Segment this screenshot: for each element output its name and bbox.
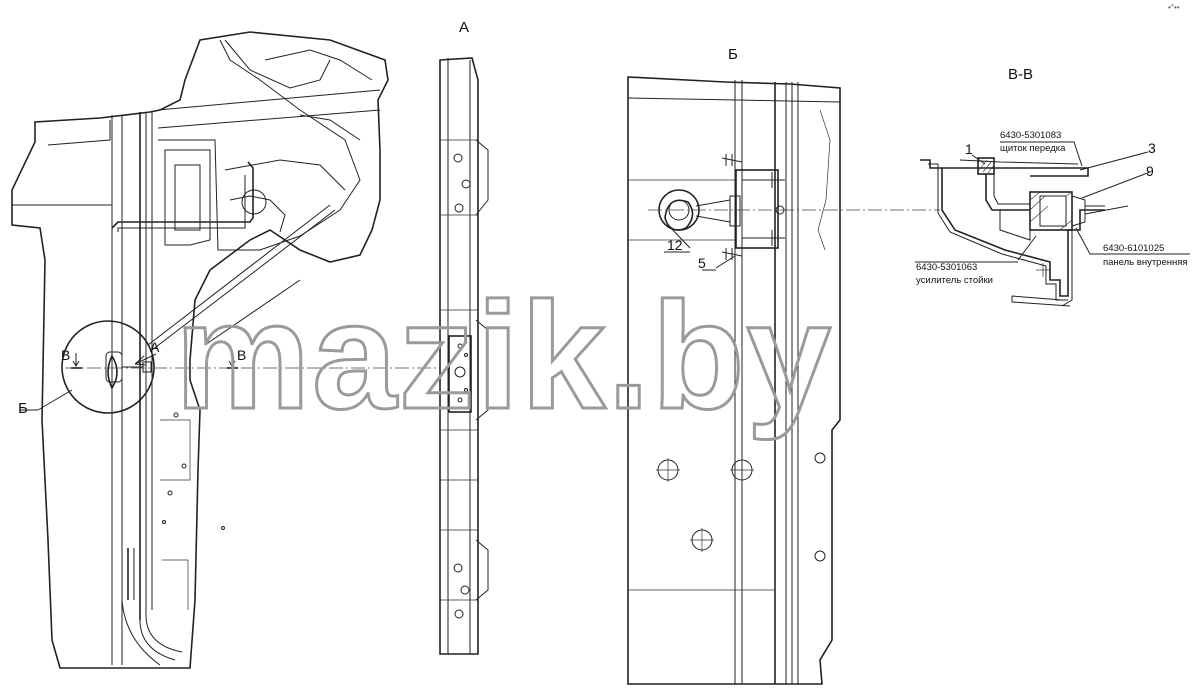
main-pillar-view [11,31,440,669]
section-b-label: Б [18,400,28,417]
callout-5: 5 [698,255,706,271]
section-marker-left: В [61,347,70,363]
callout-12: 12 [667,237,683,253]
callout-3: 3 [1148,140,1156,156]
watermark-text: mazik.by [175,271,833,441]
view-a-strip [439,57,489,655]
part-code-inner-panel: 6430-6101025 [1103,243,1164,254]
section-vv-title: В-В [1008,66,1033,83]
section-marker-right: В [237,347,246,363]
callout-9: 9 [1146,163,1154,179]
corner-mark: •°•• [1168,3,1180,12]
view-b-title: Б [728,46,738,63]
part-code-reinforcement: 6430-5301063 [916,262,977,273]
callout-1: 1 [965,141,973,157]
view-a-title: А [459,19,469,36]
part-name-reinforcement: усилитель стойки [916,275,993,286]
section-vv-view [915,141,1190,307]
view-b-pillar [627,76,940,685]
part-name-shield: щиток передка [1000,143,1066,154]
part-code-shield: 6430-5301083 [1000,130,1061,141]
view-a-marker: А [150,339,160,355]
part-name-inner-panel: панель внутренняя [1103,257,1188,268]
